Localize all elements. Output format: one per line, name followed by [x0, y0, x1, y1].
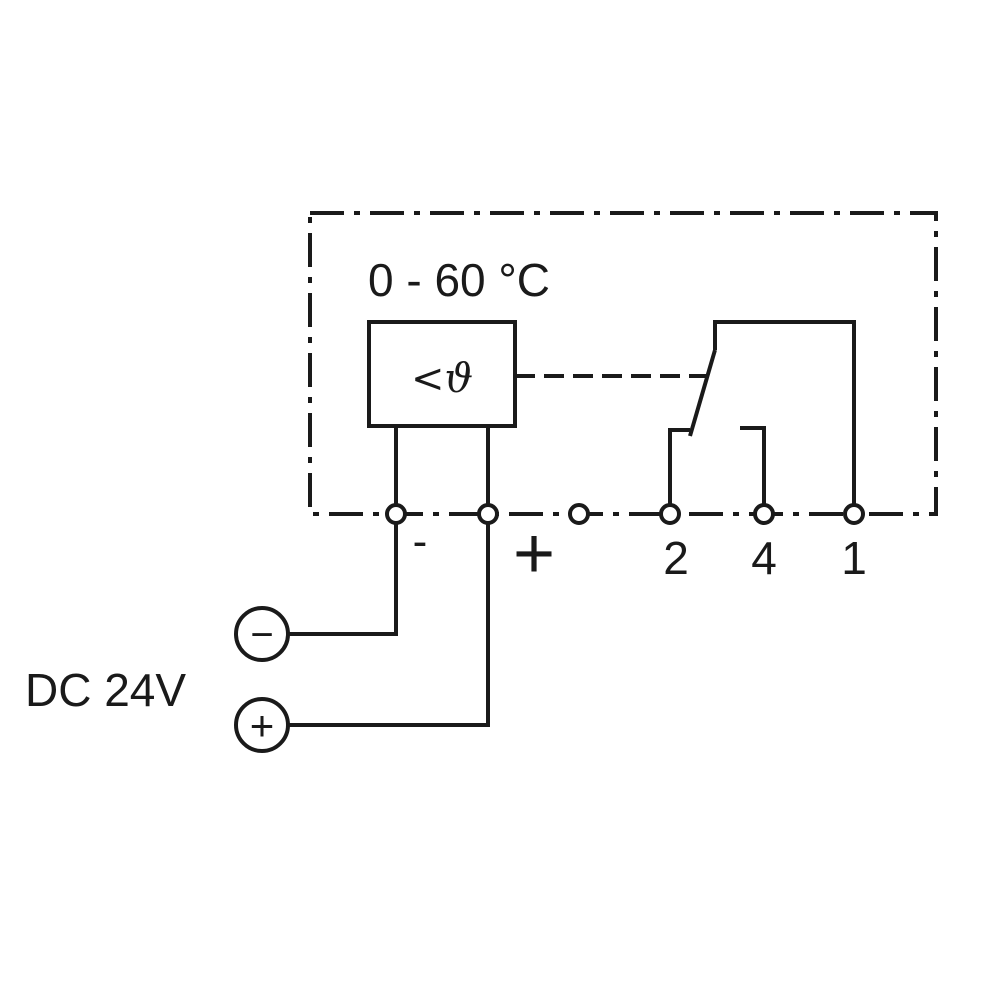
supply-negative-symbol: − [250, 613, 273, 657]
supply-negative-terminal [234, 606, 290, 662]
terminal-plus-label: + [513, 514, 555, 594]
terminal-2-label: 2 [663, 532, 689, 584]
terminal-unused [568, 503, 590, 525]
supply-wire-positive [288, 522, 490, 727]
terminal-plus [477, 503, 499, 525]
relay-contact-4 [740, 426, 766, 506]
sensor-symbol: <ϑ [411, 356, 473, 402]
range-label: 0 - 60 °C [368, 254, 550, 306]
supply-positive-symbol: + [250, 702, 275, 749]
supply-label: DC 24V [25, 664, 186, 716]
supply-positive-terminal [234, 697, 290, 753]
relay-contact-2 [668, 428, 690, 506]
terminal-1-label: 1 [841, 532, 867, 584]
supply-wire-negative [288, 522, 398, 636]
terminal-2 [659, 503, 681, 525]
terminal-minus [385, 503, 407, 525]
terminal-4-label: 4 [751, 532, 777, 584]
relay-switch-blade [688, 349, 717, 437]
terminal-4 [753, 503, 775, 525]
terminal-1 [843, 503, 865, 525]
relay-common-wire [713, 320, 856, 506]
enclosure-border [308, 211, 938, 516]
terminal-minus-label: - [413, 517, 428, 566]
